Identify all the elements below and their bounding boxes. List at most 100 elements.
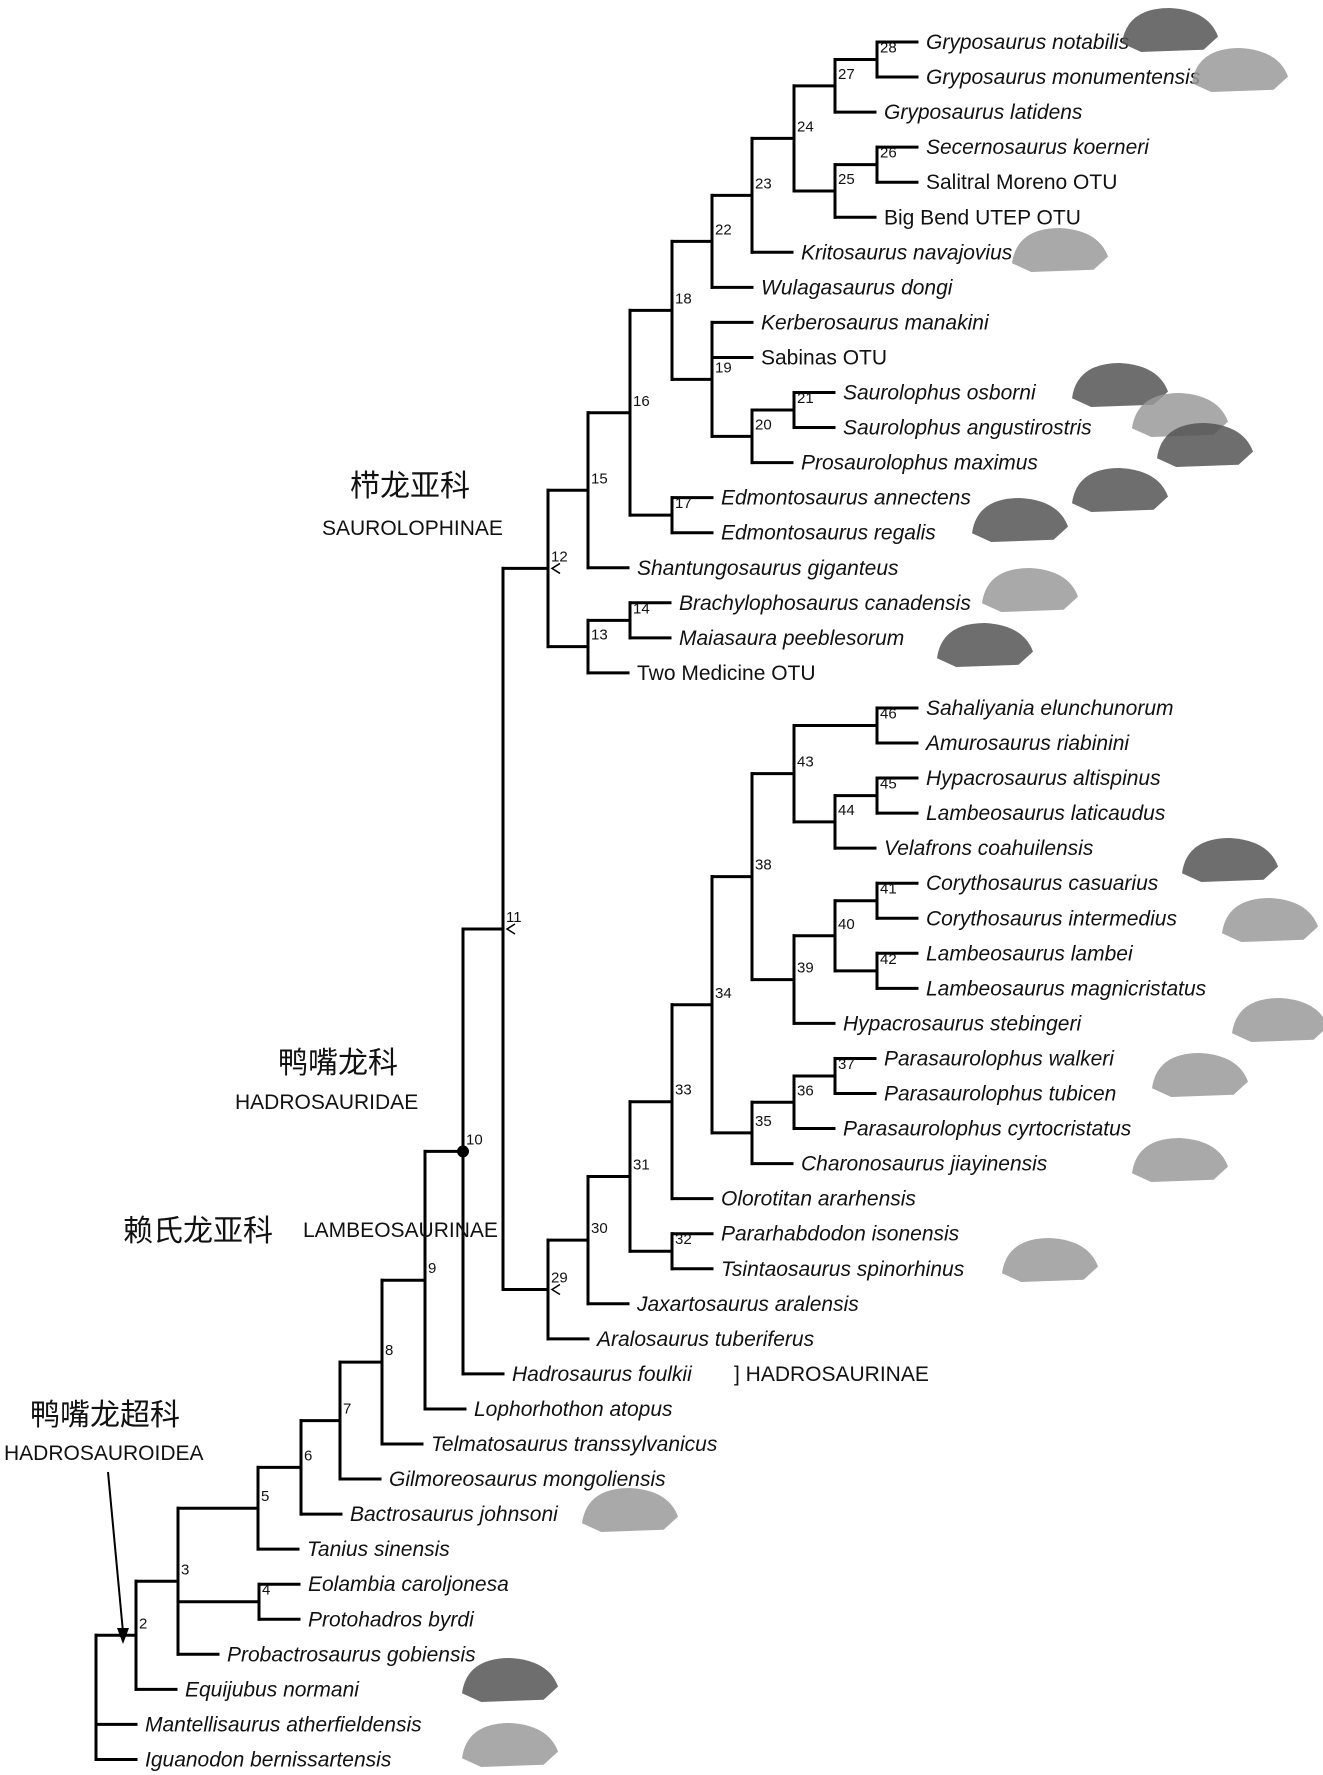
taxon-label: Saurolophus angustirostris [843, 417, 1092, 440]
node-label-43: 43 [797, 754, 814, 771]
taxon-label: Protohadros byrdi [308, 1608, 475, 1631]
taxon-label: Iguanodon bernissartensis [145, 1748, 392, 1771]
node-label-12: 12 [551, 548, 568, 565]
node-label-26: 26 [880, 145, 897, 162]
taxon-label: Hadrosaurus foulkii [512, 1363, 693, 1386]
taxon-label: Bactrosaurus johnsoni [350, 1503, 559, 1526]
node-label-18: 18 [675, 290, 692, 307]
node-label-23: 23 [755, 175, 772, 192]
node-label-46: 46 [880, 705, 897, 722]
node-label-9: 9 [428, 1260, 436, 1277]
skull-illustration [1072, 468, 1168, 512]
node-label-24: 24 [797, 118, 814, 135]
taxon-label: Maiasaura peeblesorum [679, 627, 904, 650]
node-label-20: 20 [755, 416, 772, 433]
taxon-label: Amurosaurus riabinini [924, 732, 1130, 755]
skull-illustration [1192, 48, 1288, 92]
node-label-45: 45 [880, 776, 897, 793]
taxon-label: Gryposaurus monumentensis [926, 66, 1201, 89]
skull-illustration [1157, 423, 1253, 467]
saurolophinae-cn-label: 栉龙亚科 [350, 469, 470, 504]
taxon-label: Velafrons coahuilensis [884, 837, 1094, 860]
taxon-label: Hypacrosaurus stebingeri [843, 1012, 1082, 1035]
node-label-17: 17 [675, 495, 692, 512]
taxon-label: Probactrosaurus gobiensis [227, 1643, 476, 1666]
stem-marker-n29 [550, 1283, 561, 1296]
skull-illustration [982, 568, 1078, 612]
node-label-28: 28 [880, 40, 897, 57]
clade-labels: 栉龙亚科 SAUROLOPHINAE 鸭嘴龙科 HADROSAURIDAE 赖氏… [4, 469, 503, 1465]
node-label-42: 42 [880, 951, 897, 968]
taxon-label: Pararhabdodon isonensis [721, 1223, 960, 1246]
skull-illustration [462, 1723, 558, 1767]
taxon-label: Charonosaurus jiayinensis [801, 1153, 1048, 1176]
taxon-label: Salitral Moreno OTU [926, 171, 1117, 194]
taxon-label: Brachylophosaurus canadensis [679, 592, 971, 615]
node-label-14: 14 [633, 600, 650, 617]
taxon-label: Parasaurolophus cyrtocristatus [843, 1118, 1132, 1141]
taxon-label: Lambeosaurus laticaudus [926, 802, 1166, 825]
taxon-label: Corythosaurus casuarius [926, 872, 1159, 895]
node-label-36: 36 [797, 1082, 814, 1099]
hadrosauroidea-cn-label: 鸭嘴龙超科 [30, 1398, 180, 1433]
hadrosauroidea-pointer [107, 1471, 129, 1644]
taxon-label: Olorotitan ararhensis [721, 1188, 916, 1211]
skull-illustration [1072, 363, 1168, 407]
skull-illustration [582, 1488, 678, 1532]
skull-illustration [1122, 8, 1218, 52]
node-label-16: 16 [633, 393, 650, 410]
taxon-label: Sahaliyania elunchunorum [926, 697, 1174, 720]
skull-illustration [1002, 1238, 1098, 1282]
taxon-label: Jaxartosaurus aralensis [636, 1293, 859, 1316]
taxon-label: Tsintaosaurus spinorhinus [721, 1258, 965, 1281]
node-label-3: 3 [181, 1561, 189, 1578]
node-label-6: 6 [304, 1447, 312, 1464]
node-label-4: 4 [262, 1582, 270, 1599]
node-label-13: 13 [591, 627, 608, 644]
taxon-label: Gryposaurus latidens [884, 101, 1083, 124]
node-label-8: 8 [385, 1342, 393, 1359]
skull-illustration [1182, 838, 1278, 882]
hadrosauridae-label: HADROSAURIDAE [235, 1091, 418, 1114]
node-label-22: 22 [715, 221, 732, 238]
skull-illustration [972, 498, 1068, 542]
node-label-19: 19 [715, 359, 732, 376]
taxon-label: Corythosaurus intermedius [926, 907, 1177, 930]
node-label-34: 34 [715, 985, 732, 1002]
saurolophinae-label: SAUROLOPHINAE [322, 517, 503, 540]
skull-illustration [937, 623, 1033, 667]
skull-illustration [1012, 228, 1108, 272]
taxon-label: Parasaurolophus walkeri [884, 1047, 1115, 1070]
hadrosauridae-node-dot [457, 1145, 469, 1158]
taxon-label: Edmontosaurus regalis [721, 522, 936, 545]
skull-illustration [1222, 898, 1318, 942]
taxon-label: Aralosaurus tuberiferus [595, 1328, 815, 1351]
taxon-label: Kritosaurus navajovius [801, 241, 1013, 264]
skull-illustration [462, 1658, 558, 1702]
taxon-label: Shantungosaurus giganteus [637, 557, 899, 580]
node-label-10: 10 [466, 1131, 483, 1148]
node-label-33: 33 [675, 1082, 692, 1099]
taxon-label: Two Medicine OTU [637, 662, 816, 685]
taxon-label: Equijubus normani [185, 1678, 360, 1701]
taxon-label: Lambeosaurus lambei [926, 942, 1134, 965]
node-label-40: 40 [838, 916, 855, 933]
node-label-31: 31 [633, 1156, 650, 1173]
node-label-38: 38 [755, 857, 772, 874]
node-label-44: 44 [838, 802, 855, 819]
node-label-29: 29 [551, 1269, 568, 1286]
node-label-41: 41 [880, 881, 897, 898]
taxon-label: Lophorhothon atopus [474, 1398, 673, 1421]
taxon-label: Saurolophus osborni [843, 382, 1037, 405]
taxon-label: Big Bend UTEP OTU [884, 206, 1081, 229]
taxon-label: Telmatosaurus transsylvanicus [431, 1433, 718, 1456]
node-label-27: 27 [838, 66, 855, 83]
hadrosauroidea-label: HADROSAUROIDEA [4, 1442, 204, 1465]
node-label-25: 25 [838, 171, 855, 188]
taxon-label: Parasaurolophus tubicen [884, 1083, 1116, 1106]
skull-illustrations [462, 8, 1323, 1767]
lambeosaurinae-cn-label: 赖氏龙亚科 [123, 1214, 273, 1249]
taxon-label: Tanius sinensis [307, 1538, 450, 1561]
stem-marker-n12 [550, 562, 561, 575]
node-label-39: 39 [797, 960, 814, 977]
